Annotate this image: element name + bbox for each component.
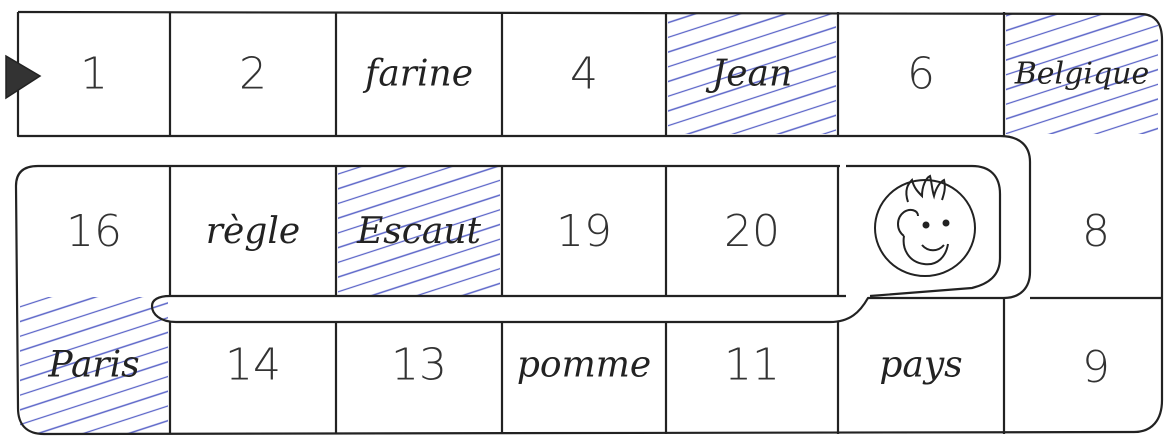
board-cell-19: 19 [556,206,612,257]
smiling-face-icon [875,176,975,276]
board-cell-9: 9 [1082,342,1110,393]
board-cell-3: farine [362,54,473,95]
board-cell-8: 8 [1082,206,1110,257]
board-cell-20: 20 [724,206,780,257]
board-cell-1: 1 [80,49,108,100]
board-cell-5: Jean [705,54,792,95]
board-cell-16: 16 [66,206,122,257]
board-cell-6: 6 [907,49,935,100]
board-cell-2: 2 [239,49,267,100]
board-cell-11: 11 [724,340,780,391]
board-cell-12: pomme [517,345,651,386]
board-cell-14: 14 [225,340,281,391]
board-cell-13: 13 [391,340,447,391]
board-cell-15: Paris [47,345,139,386]
board-cell-7: Belgique [1014,57,1149,92]
board-cell-17: règle [206,211,300,252]
board-cell-10: pays [879,345,962,386]
start-arrow-icon [6,56,40,98]
board-cell-4: 4 [570,49,598,100]
cells-layer: 1 2 farine 4 Jean 6 Belgique 8 9 pays 11 pomme 13 14 P… [47,49,1149,394]
board-cell-18: Escaut [356,211,482,252]
